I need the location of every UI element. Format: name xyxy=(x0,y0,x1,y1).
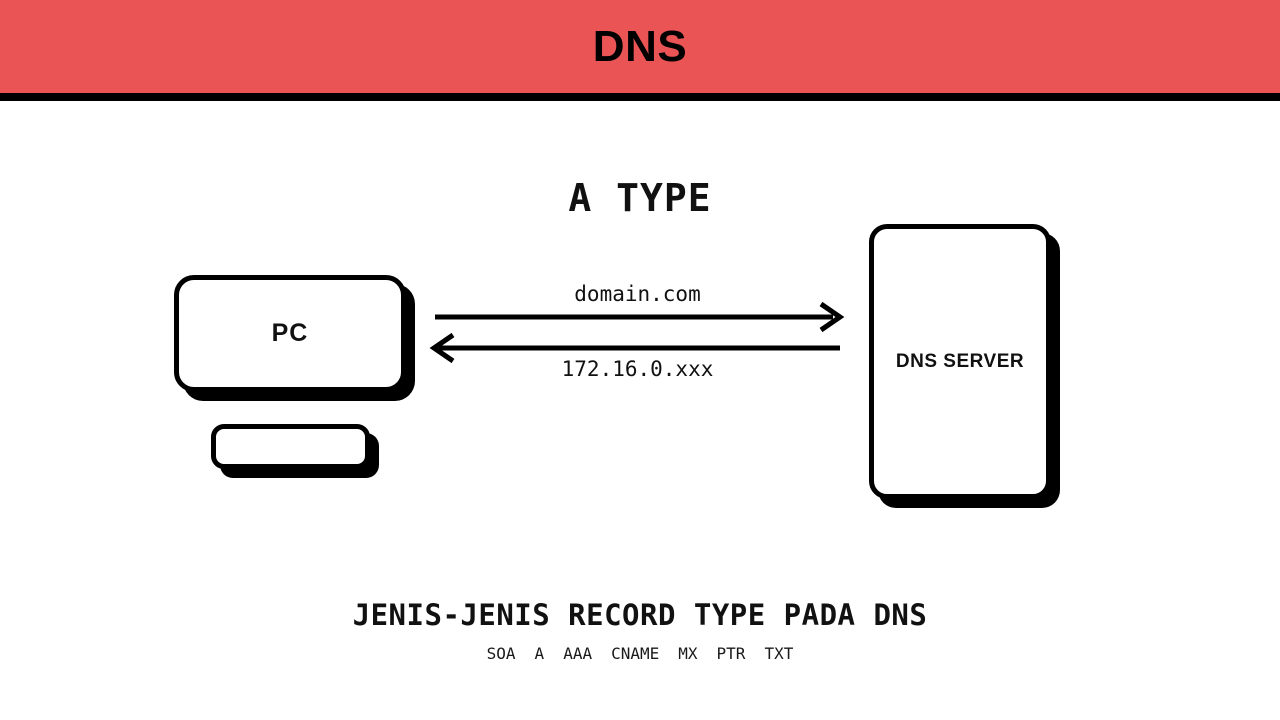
request-arrow-icon xyxy=(435,301,845,333)
dns-query-flow-group: domain.com 172.16.0.xxx xyxy=(425,281,850,401)
record-type-item: A xyxy=(534,644,545,663)
record-type-item: AAA xyxy=(563,644,593,663)
header-band: DNS xyxy=(0,0,1280,93)
pc-node-label: PC xyxy=(271,319,309,347)
record-type-item: TXT xyxy=(764,644,794,663)
footer-heading: JENIS-JENIS RECORD TYPE PADA DNS xyxy=(352,598,928,632)
pc-base-node-body xyxy=(211,424,370,469)
record-type-item: CNAME xyxy=(611,644,660,663)
record-type-item: PTR xyxy=(716,644,746,663)
dns-server-node-body xyxy=(869,224,1051,499)
page-title: DNS xyxy=(592,21,688,71)
header-divider-rule xyxy=(0,93,1280,101)
record-type-item: SOA xyxy=(486,644,516,663)
diagram-stage: A TYPE PC DNS SERVER domain.com xyxy=(0,101,1280,720)
dns-server-node: DNS SERVER xyxy=(869,224,1060,508)
response-arrow-icon xyxy=(429,332,840,364)
request-flow-label: domain.com xyxy=(574,282,701,306)
response-flow-label: 172.16.0.xxx xyxy=(561,357,714,381)
flow-arrows-svg xyxy=(429,301,845,364)
pc-base-node xyxy=(211,424,379,478)
dns-server-node-label: DNS SERVER xyxy=(895,351,1025,372)
pc-node-body: PC xyxy=(174,275,406,392)
record-type-item: MX xyxy=(678,644,698,663)
pc-node: PC xyxy=(174,275,415,401)
section-title: A TYPE xyxy=(568,176,712,220)
